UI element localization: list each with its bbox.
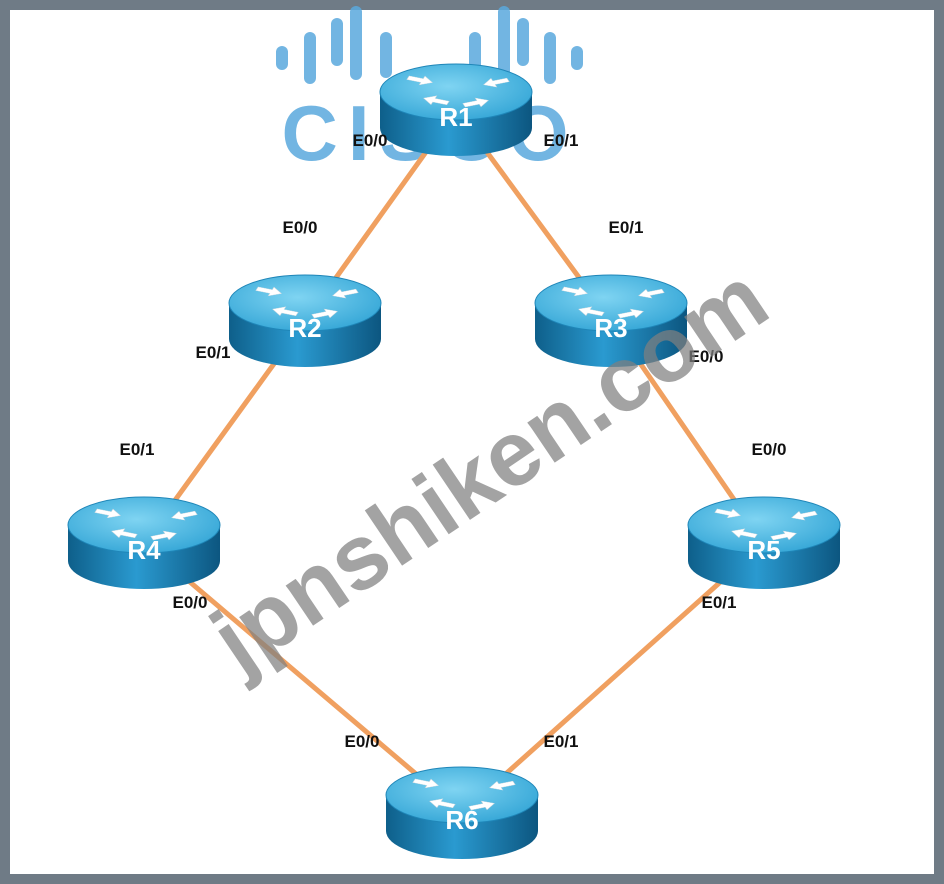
if-label-r3-e0-1: E0/1 <box>609 218 644 237</box>
if-label-r6-e0-1: E0/1 <box>544 732 579 751</box>
if-label-r1-e0-1: E0/1 <box>544 131 579 150</box>
if-label-r1-e0-0: E0/0 <box>353 131 388 150</box>
router-name-r2: R2 <box>288 313 321 343</box>
router-name-r6: R6 <box>445 805 478 835</box>
if-label-r4-e0-1: E0/1 <box>120 440 155 459</box>
if-label-r5-e0-1: E0/1 <box>702 593 737 612</box>
router-r4: R4 <box>67 496 221 589</box>
router-r2: R2 <box>228 274 382 367</box>
router-r3: R3 <box>534 274 688 367</box>
router-name-r3: R3 <box>594 313 627 343</box>
if-label-r2-e0-0: E0/0 <box>283 218 318 237</box>
router-r6: R6 <box>385 766 539 859</box>
router-r5: R5 <box>687 496 841 589</box>
router-name-r1: R1 <box>439 102 472 132</box>
if-label-r3-e0-0: E0/0 <box>689 347 724 366</box>
if-label-r6-e0-0: E0/0 <box>345 732 380 751</box>
router-r1: R1 <box>379 63 533 156</box>
link-r5-r6 <box>459 540 767 816</box>
router-name-r4: R4 <box>127 535 161 565</box>
if-label-r5-e0-0: E0/0 <box>752 440 787 459</box>
if-label-r4-e0-0: E0/0 <box>173 593 208 612</box>
interface-labels-layer: E0/0E0/0E0/1E0/1E0/1E0/1E0/0E0/0E0/0E0/0… <box>120 131 787 751</box>
if-label-r2-e0-1: E0/1 <box>196 343 231 362</box>
link-r4-r6 <box>141 540 465 816</box>
router-name-r5: R5 <box>747 535 780 565</box>
